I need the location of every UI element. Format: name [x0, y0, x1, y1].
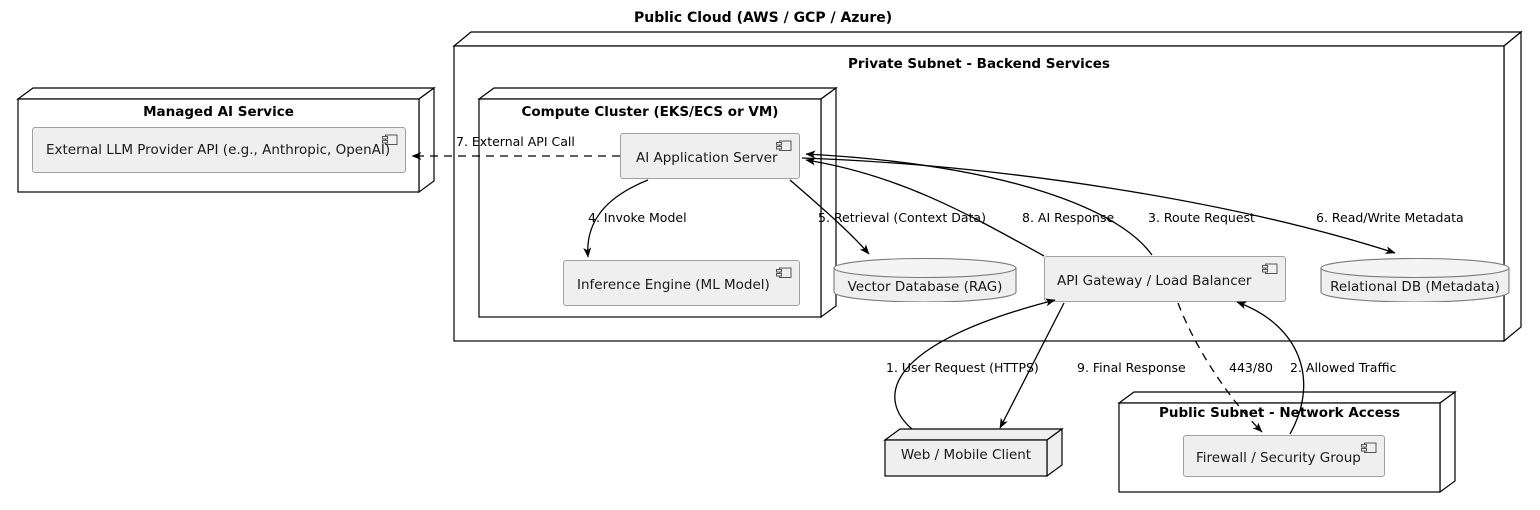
public-subnet-title: Public Subnet - Network Access — [1158, 405, 1401, 421]
edge-label-9: 9. Final Response — [1077, 360, 1186, 375]
edge-label-5: 5. Retrieval (Context Data) — [818, 210, 986, 225]
edge-8-ai-response — [805, 157, 1045, 257]
component-firewall-label: Firewall / Security Group — [1196, 450, 1361, 466]
component-inference-engine-label: Inference Engine (ML Model) — [577, 277, 770, 293]
edge-label-3: 3. Route Request — [1148, 210, 1255, 225]
relational-db-cylinder-icon — [1320, 258, 1510, 302]
managed-ai-service-title: Managed AI Service — [143, 104, 294, 120]
component-ai-app-server-label: AI Application Server — [636, 150, 778, 166]
compute-cluster-title: Compute Cluster (EKS/ECS or VM) — [521, 104, 779, 120]
uml-component-icon — [1361, 442, 1377, 453]
edge-label-443-80: 443/80 — [1229, 360, 1273, 375]
database-vector-db[interactable]: Vector Database (RAG) — [833, 258, 1017, 302]
edge-label-4: 4. Invoke Model — [588, 210, 687, 225]
vector-db-cylinder-icon — [833, 258, 1017, 302]
edge-6-read-write-metadata — [801, 157, 1396, 254]
edge-label-1: 1. User Request (HTTPS) — [886, 360, 1039, 375]
component-inference-engine[interactable]: Inference Engine (ML Model) — [563, 260, 800, 306]
private-subnet-title: Private Subnet - Backend Services — [848, 56, 1110, 72]
uml-component-icon — [1262, 263, 1278, 274]
web-mobile-client-label: Web / Mobile Client — [900, 447, 1032, 463]
component-api-gateway[interactable]: API Gateway / Load Balancer — [1044, 256, 1286, 302]
component-ai-application-server[interactable]: AI Application Server — [620, 133, 800, 179]
public-cloud-title: Public Cloud (AWS / GCP / Azure) — [634, 10, 893, 26]
vector-db-label: Vector Database (RAG) — [847, 279, 1003, 295]
edge-3-route-request — [805, 150, 1153, 256]
component-external-llm-provider-api[interactable]: External LLM Provider API (e.g., Anthrop… — [32, 127, 406, 173]
relational-db-label: Relational DB (Metadata) — [1330, 279, 1500, 295]
edge-label-7: 7. External API Call — [456, 134, 575, 149]
edge-label-2: 2. Allowed Traffic — [1290, 360, 1397, 375]
uml-component-icon — [776, 267, 792, 278]
component-firewall-security-group[interactable]: Firewall / Security Group — [1183, 435, 1385, 477]
component-api-gateway-label: API Gateway / Load Balancer — [1057, 273, 1252, 289]
uml-component-icon — [382, 134, 398, 145]
edge-label-8: 8. AI Response — [1022, 210, 1115, 225]
database-relational-db[interactable]: Relational DB (Metadata) — [1320, 258, 1510, 302]
component-external-llm-label: External LLM Provider API (e.g., Anthrop… — [46, 142, 391, 158]
edge-label-6: 6. Read/Write Metadata — [1316, 210, 1464, 225]
uml-component-icon — [776, 140, 792, 151]
